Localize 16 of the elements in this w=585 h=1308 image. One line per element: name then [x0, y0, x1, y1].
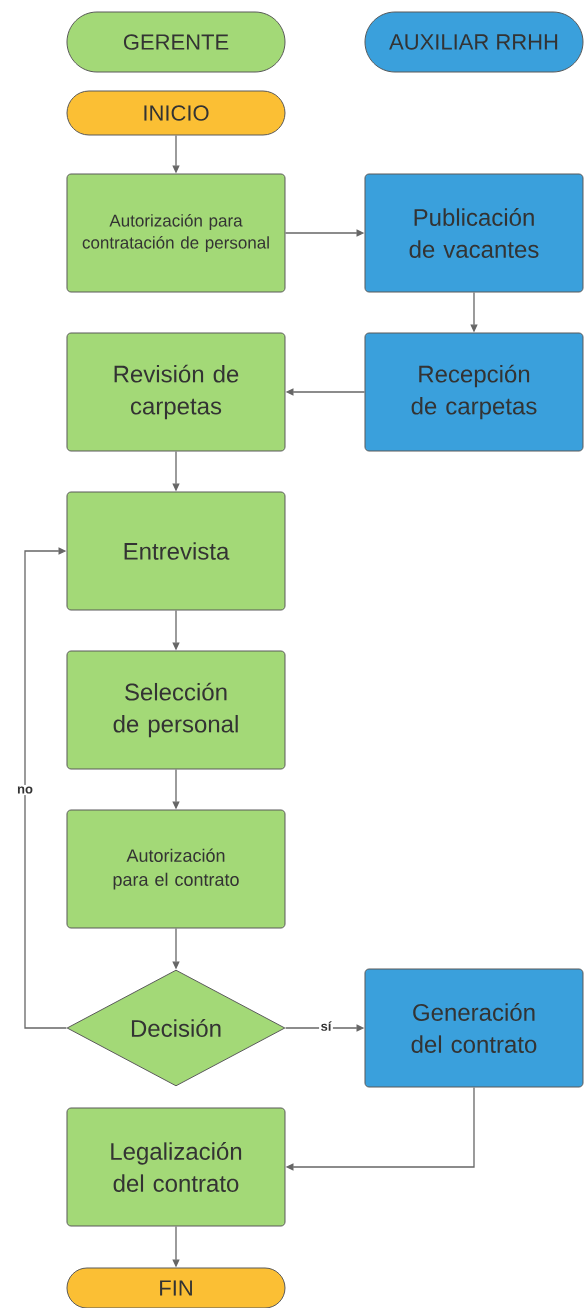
- process-box: Recepción de carpetas: [364, 332, 584, 452]
- process-box: Autorización para contratación de personal: [66, 173, 286, 293]
- arrow: [24, 547, 68, 1029]
- process-box: Entrevista: [66, 491, 286, 611]
- process-box: Revisión de carpetas: [66, 332, 286, 452]
- process-box: Publicación de vacantes: [364, 173, 584, 293]
- process-box: Selección de personal: [66, 650, 286, 770]
- process-box: Legalización del contrato: [66, 1107, 286, 1227]
- process-box: Autorización para el contrato: [66, 809, 286, 929]
- process-box: Generación del contrato: [364, 968, 584, 1088]
- edge-label: no: [15, 784, 35, 796]
- start-terminator: INICIO: [66, 90, 286, 136]
- edge-label: sí: [319, 1019, 333, 1033]
- end-terminator: FIN: [66, 1267, 286, 1308]
- lane-header: GERENTE: [66, 11, 286, 73]
- lane-header: AUXILIAR RRHH: [364, 11, 584, 73]
